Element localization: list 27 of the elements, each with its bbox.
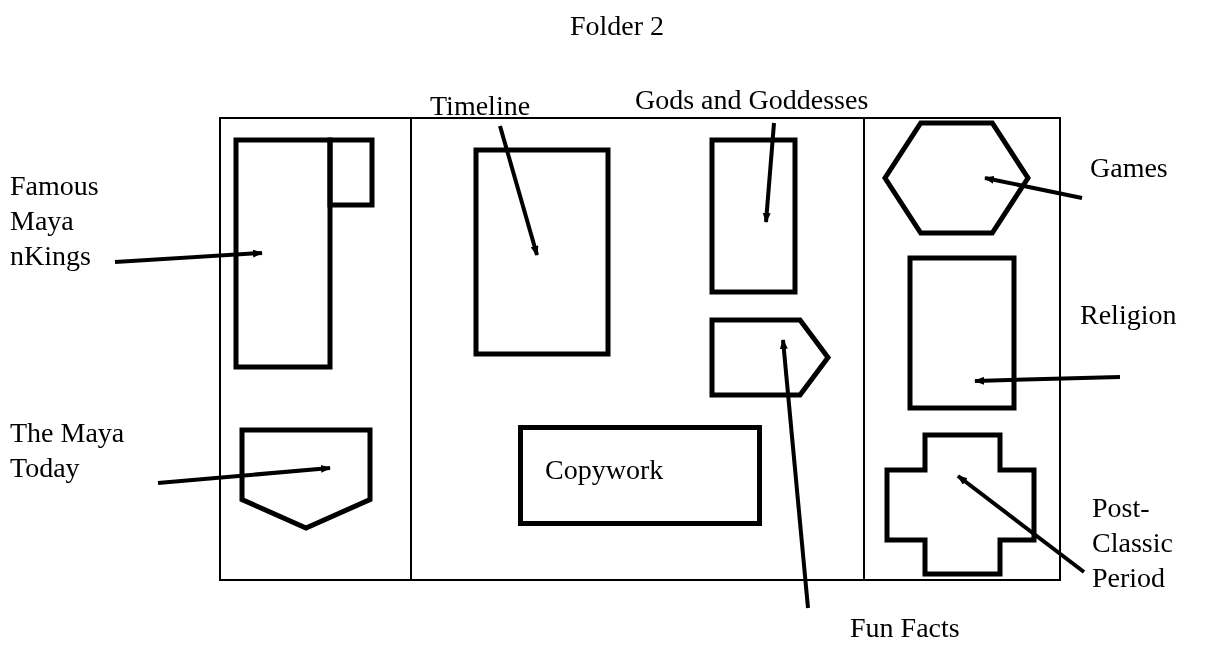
box-label: Copywork [545, 454, 664, 486]
leader-arrow [956, 474, 1086, 574]
callout-label: Games [1090, 150, 1180, 185]
callout-label: Post-Classic Period [1092, 490, 1192, 595]
rectangle-shape [236, 140, 330, 367]
copywork-box [518, 425, 762, 526]
callout-label: Famous Maya nKings [10, 168, 125, 273]
cross-shape [887, 435, 1034, 574]
callout-label: Gods and Goddesses [635, 82, 875, 117]
leader-arrow [762, 122, 776, 223]
tag-shape [712, 320, 828, 395]
rectangle-shape [712, 140, 795, 292]
leader-arrow [779, 339, 810, 609]
callout-label: Fun Facts [850, 610, 980, 645]
leader-arrow [984, 175, 1083, 200]
rectangle-shape [330, 140, 372, 205]
pocket-shape [242, 430, 370, 528]
callout-label: Religion [1080, 297, 1205, 332]
rectangle-shape [476, 150, 608, 354]
rectangle-shape [910, 258, 1014, 408]
title: Folder 2 [570, 9, 665, 43]
leader-arrow [157, 464, 331, 485]
callout-label: Timeline [430, 88, 550, 123]
hexagon-shape [885, 123, 1028, 233]
leader-arrow [974, 375, 1121, 385]
leader-arrow [114, 249, 263, 264]
callout-label: The Maya Today [10, 415, 160, 485]
